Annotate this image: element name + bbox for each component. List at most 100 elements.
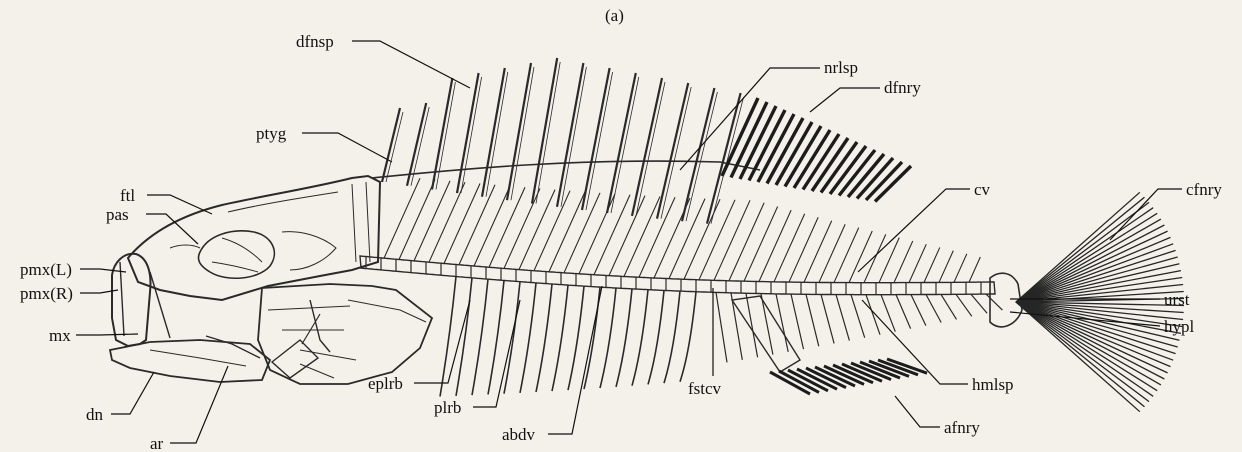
dorsal-spine xyxy=(657,83,688,219)
neural-spine xyxy=(954,254,967,283)
label-dfnry: dfnry xyxy=(884,78,921,97)
dorsal-spine-edge xyxy=(536,62,560,204)
dorsal-spine-edge xyxy=(386,112,403,182)
label-fstcv: fstcv xyxy=(688,379,722,398)
haemal-spine xyxy=(731,293,742,360)
neural-spine xyxy=(624,196,660,276)
pleural-rib xyxy=(456,278,472,396)
panel-label: (a) xyxy=(605,6,624,25)
neural-spine xyxy=(399,180,435,260)
dorsal-spine xyxy=(532,58,557,204)
leader-dfnry xyxy=(810,88,880,112)
dorsal-spine xyxy=(682,88,714,221)
neural-spine xyxy=(384,178,420,258)
neural-spine xyxy=(729,203,764,281)
haemal-spine xyxy=(911,295,926,326)
leader-abdv xyxy=(548,286,602,434)
haemal-spine xyxy=(776,294,788,352)
haemal-spine xyxy=(986,294,1002,310)
pleural-rib xyxy=(680,292,696,382)
pleural-rib xyxy=(552,285,568,391)
neural-spine xyxy=(534,191,570,271)
pleural-rib xyxy=(632,290,648,386)
dorsal-spine-edge xyxy=(436,82,455,189)
pleural-rib xyxy=(664,291,680,383)
caudal-fin-rays xyxy=(990,192,1184,411)
label-nrlsp: nrlsp xyxy=(824,58,858,77)
caudal-fin-ray xyxy=(1016,302,1171,367)
caudal-fin-ray xyxy=(1016,302,1153,396)
skeleton-illustration xyxy=(110,58,1184,412)
dorsal-spine xyxy=(482,68,505,197)
neural-spine xyxy=(669,199,705,279)
pleural-rib xyxy=(520,283,536,393)
neural-spines xyxy=(384,178,980,283)
neural-spine xyxy=(759,210,791,281)
pterygiophore-band xyxy=(372,161,760,178)
dorsal-spine xyxy=(607,73,636,213)
haemal-spine xyxy=(821,294,834,343)
dorsal-spine xyxy=(582,68,610,210)
leader-ptyg xyxy=(302,133,392,162)
neural-spine xyxy=(804,221,832,283)
pleural-rib xyxy=(616,289,632,387)
label-layer: (a) dfnsp nrlsp dfnry ptyg ftl pas pmx(L… xyxy=(20,6,1222,452)
leader-pas xyxy=(146,214,198,244)
leader-dn xyxy=(111,372,154,414)
anal-fin-rays xyxy=(732,296,927,394)
neural-spine xyxy=(414,181,450,261)
dorsal-spine xyxy=(507,63,531,200)
neural-spine xyxy=(429,182,465,262)
dorsal-spine xyxy=(557,63,583,207)
label-dn: dn xyxy=(86,405,104,424)
neural-spine xyxy=(774,214,805,282)
label-cv: cv xyxy=(974,180,991,199)
neural-spine xyxy=(789,217,818,282)
label-hmlsp: hmlsp xyxy=(972,375,1014,394)
pleural-rib xyxy=(440,277,456,397)
haemal-spine xyxy=(866,295,880,335)
haemal-spine xyxy=(806,294,819,346)
neural-spine xyxy=(609,196,645,276)
dorsal-spine-edge xyxy=(611,77,639,213)
pleural-rib xyxy=(536,284,552,392)
neural-spine xyxy=(504,188,540,268)
haemal-spine xyxy=(836,295,849,341)
label-afnry: afnry xyxy=(944,418,980,437)
pleural-rib xyxy=(472,279,488,395)
pleural-rib xyxy=(488,280,504,394)
neural-spine xyxy=(834,228,859,283)
neural-spine xyxy=(924,247,940,282)
dorsal-spine xyxy=(457,73,479,193)
label-ar: ar xyxy=(150,434,164,452)
label-pmx-l: pmx(L) xyxy=(20,260,72,279)
leader-cfnry xyxy=(1110,189,1182,240)
label-urst: urst xyxy=(1164,290,1190,309)
neural-spine xyxy=(894,241,913,283)
pleural-rib xyxy=(648,290,664,384)
dorsal-spine xyxy=(382,108,400,182)
neural-spine xyxy=(639,197,675,277)
haemal-spine xyxy=(716,292,727,362)
label-plrb: plrb xyxy=(434,398,461,417)
operculum-drawing xyxy=(258,284,432,384)
pelvic-fin-drawing xyxy=(272,314,320,378)
label-pas: pas xyxy=(106,205,129,224)
neural-spine xyxy=(549,192,585,272)
haemal-spine xyxy=(896,295,911,329)
dorsal-spine-edge xyxy=(636,82,665,216)
dorsal-spine-edge xyxy=(486,72,508,197)
neural-spine xyxy=(849,231,872,283)
haemal-spine xyxy=(971,294,987,313)
dorsal-spine-edge xyxy=(511,67,534,200)
haemal-spine xyxy=(881,295,895,332)
neural-spine xyxy=(459,185,495,265)
leader-pmx-l xyxy=(80,269,126,272)
dorsal-spine-edge xyxy=(561,67,586,207)
label-mx: mx xyxy=(49,326,71,345)
leader-mx xyxy=(76,334,138,335)
label-dfnsp: dfnsp xyxy=(296,32,334,51)
hypural-plate xyxy=(990,273,1022,327)
label-hypl: hypl xyxy=(1164,317,1195,336)
neural-spine xyxy=(519,190,555,270)
